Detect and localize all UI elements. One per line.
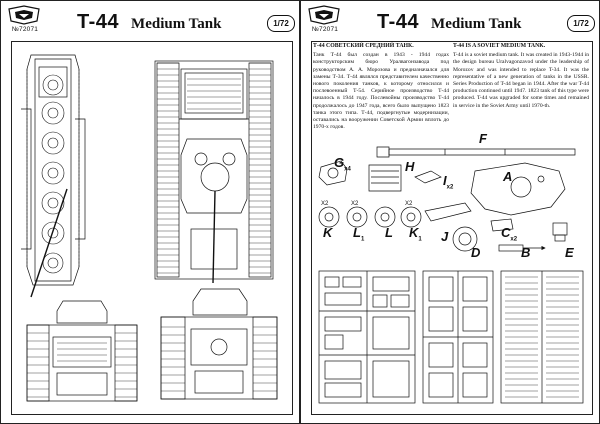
side-view-drawing [21, 54, 86, 298]
part-label-k: K [323, 225, 333, 240]
rear-view-drawing [26, 300, 138, 402]
part-label-l: L [385, 225, 393, 240]
quantity-label: X2 [321, 201, 329, 207]
russian-heading: Т-44 СОВЕТСКИЙ СРЕДНИЙ ТАНК. [313, 43, 414, 49]
english-heading: T-44 IS A SOVIET MEDIUM TANK. [453, 43, 546, 49]
part-label-e: E [565, 245, 574, 260]
parts-diagram [318, 146, 576, 252]
russian-history-text: Т-44 СОВЕТСКИЙ СРЕДНИЙ ТАНК. Танк Т-44 б… [313, 43, 449, 131]
english-history-text: T-44 IS A SOVIET MEDIUM TANK. T-44 is a … [453, 43, 589, 110]
company-logo-icon [308, 5, 340, 25]
top-view-drawing [154, 60, 274, 284]
company-logo-icon [8, 5, 40, 25]
part-label-j: J [441, 229, 449, 244]
page-title: T-44 Medium Tank [77, 11, 222, 34]
model-subtitle: Medium Tank [131, 16, 222, 32]
quantity-label: X2 [405, 201, 413, 207]
model-subtitle: Medium Tank [431, 16, 522, 32]
part-label-f: F [479, 131, 487, 146]
page-title: T-44 Medium Tank [377, 11, 522, 34]
scale-badge: 1/72 [567, 15, 595, 32]
front-view-drawing [160, 288, 278, 400]
instructions-frame [311, 41, 593, 415]
part-label-g: Gx4 [334, 155, 351, 173]
russian-body: Танк Т-44 был создан в 1943 - 1944 годах… [313, 52, 449, 131]
right-page-header: №72071 T-44 Medium Tank 1/72 [305, 5, 595, 39]
part-label-l1: L1 [353, 225, 365, 243]
right-page: №72071 T-44 Medium Tank 1/72 Т-44 СОВЕТСК… [300, 0, 600, 424]
english-body: T-44 is a soviet medium tank. It was cre… [453, 52, 589, 109]
kit-number: №72071 [11, 26, 39, 33]
quantity-label: X2 [351, 201, 359, 207]
part-label-i: Ix2 [443, 173, 454, 191]
scale-badge: 1/72 [267, 15, 295, 32]
logo: №72071 [5, 5, 43, 39]
part-label-c: Cx2 [501, 225, 518, 243]
logo: №72071 [305, 5, 343, 39]
part-label-d: D [471, 245, 481, 260]
part-label-k1: K1 [409, 225, 422, 243]
left-page: №72071 T-44 Medium Tank 1/72 [0, 0, 300, 424]
part-label-h: H [405, 159, 415, 174]
part-label-b: B [521, 245, 531, 260]
kit-number: №72071 [311, 26, 339, 33]
model-name: T-44 [77, 11, 120, 33]
sprue-diagram [318, 270, 584, 404]
part-label-a: A [503, 169, 513, 184]
drawing-frame [11, 41, 293, 415]
left-page-header: №72071 T-44 Medium Tank 1/72 [5, 5, 295, 39]
model-name: T-44 [377, 11, 420, 33]
